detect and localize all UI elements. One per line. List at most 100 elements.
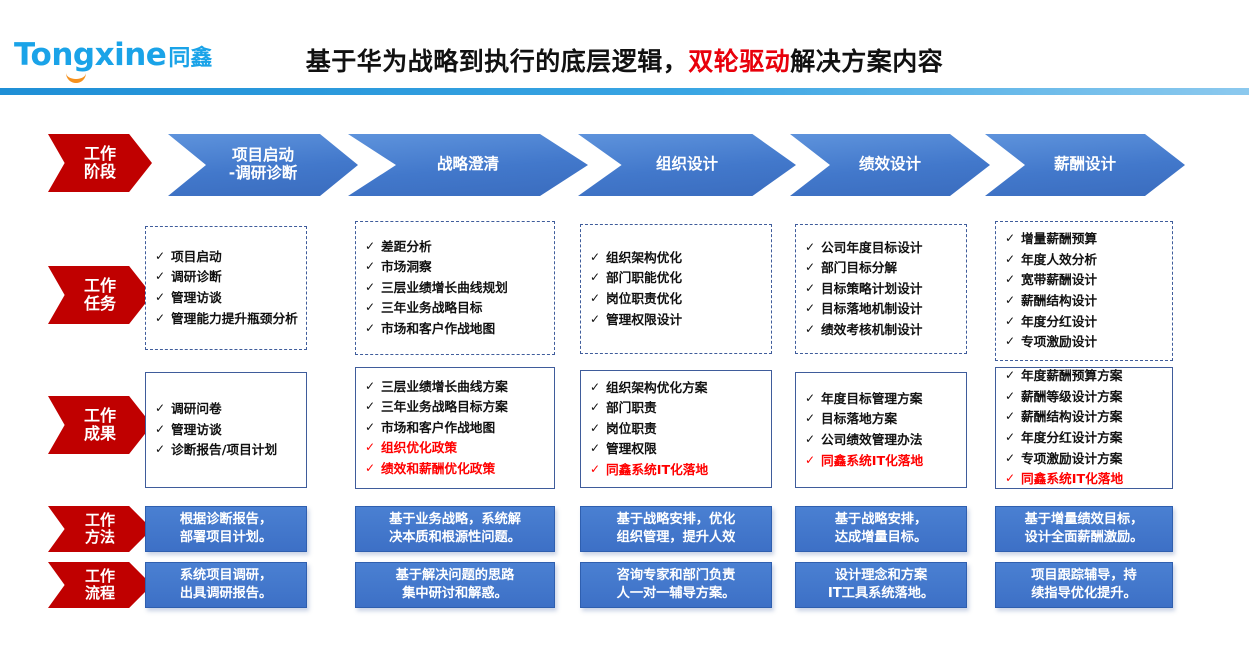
page-title-part1: 基于华为战略到执行的底层逻辑， <box>305 47 689 76</box>
check-icon: ✓ <box>365 460 376 475</box>
list-item: ✓薪酬结构设计方案 <box>1005 407 1166 428</box>
list-item-label: 增量薪酬预算 <box>1021 231 1098 247</box>
task-box-1: ✓项目启动✓调研诊断✓管理访谈✓管理能力提升瓶颈分析 <box>145 226 307 350</box>
method-box-4[interactable]: 基于战略安排，达成增量目标。 <box>795 506 967 552</box>
list-item-label: 年度目标管理方案 <box>821 390 923 406</box>
process-box-2[interactable]: 基于解决问题的思路集中研讨和解惑。 <box>355 562 555 608</box>
stage-chevron-2[interactable]: 战略澄清 <box>348 134 588 196</box>
task-box-5-list: ✓增量薪酬预算✓年度人效分析✓宽带薪酬设计✓薪酬结构设计✓年度分红设计✓专项激励… <box>996 229 1172 352</box>
list-item: ✓部门职责 <box>590 398 765 419</box>
method-box-4-text: 基于战略安排，达成增量目标。 <box>835 511 927 546</box>
check-icon: ✓ <box>365 300 376 315</box>
stage-label: 战略澄清 <box>436 155 499 174</box>
list-item: ✓项目启动 <box>155 247 300 268</box>
check-icon: ✓ <box>1005 430 1016 444</box>
list-item: ✓部门目标分解 <box>805 258 960 279</box>
check-icon: ✓ <box>805 260 816 275</box>
stage-label-line1: 战略澄清 <box>436 155 499 174</box>
check-icon: ✓ <box>590 461 601 476</box>
task-box-2: ✓差距分析✓市场洞察✓三层业绩增长曲线规划✓三年业务战略目标✓市场和客户作战地图 <box>355 221 555 355</box>
list-item-label: 管理能力提升瓶颈分析 <box>171 310 298 326</box>
list-item: ✓年度分红设计 <box>1005 312 1166 333</box>
page-title-highlight: 双轮驱动 <box>688 47 791 76</box>
row-label-line2: 任务 <box>83 294 116 313</box>
list-item-label: 三层业绩增长曲线规划 <box>381 279 508 295</box>
list-item: ✓年度分红设计方案 <box>1005 428 1166 449</box>
process-box-5-text: 项目跟踪辅导，持续指导优化提升。 <box>1031 567 1137 602</box>
list-item: ✓ 岗位职责优化 <box>590 289 765 310</box>
list-item-label: 年度薪酬预算方案 <box>1021 368 1123 384</box>
stage-label: 项目启动-调研诊断 <box>228 146 298 183</box>
statement-line2: 人一对一辅导方案。 <box>616 586 736 601</box>
row-label-line2: 方法 <box>84 528 115 546</box>
method-box-5-text: 基于增量绩效目标，设计全面薪酬激励。 <box>1025 511 1144 546</box>
check-icon: ✓ <box>1005 388 1016 403</box>
row-label-line2: 成果 <box>83 424 116 443</box>
outcome-box-1-list: ✓调研问卷✓管理访谈✓诊断报告/项目计划 <box>146 399 306 461</box>
process-box-3[interactable]: 咨询专家和部门负责人一对一辅导方案。 <box>580 562 772 608</box>
list-item-label: 诊断报告/项目计划 <box>171 442 278 458</box>
list-item-label: 组织优化政策 <box>381 440 458 456</box>
list-item-label: 专项激励设计 <box>1021 334 1098 350</box>
list-item: ✓ 年度人效分析 <box>1005 250 1166 271</box>
statement-line1: 设计理念和方案 <box>834 568 928 584</box>
list-item-label: 目标策略计划设计 <box>821 280 923 296</box>
stage-chevron-1[interactable]: 项目启动-调研诊断 <box>168 134 358 196</box>
process-box-5[interactable]: 项目跟踪辅导，持续指导优化提升。 <box>995 562 1173 608</box>
list-item-label: 岗位职责优化 <box>606 291 683 306</box>
row-label-text: 工作任务 <box>84 277 116 313</box>
outcome-box-5: ✓年度薪酬预算方案✓薪酬等级设计方案✓薪酬结构设计方案✓年度分红设计方案✓专项激… <box>995 367 1173 489</box>
check-icon: ✓ <box>805 239 816 254</box>
list-item-label: 年度人效分析 <box>1021 251 1098 267</box>
outcome-box-1: ✓调研问卷✓管理访谈✓诊断报告/项目计划 <box>145 372 307 488</box>
process-box-4[interactable]: 设计理念和方案 IT工具系统落地。 <box>795 562 967 608</box>
list-item: ✓ 增量薪酬预算 <box>1005 229 1166 250</box>
list-item: ✓调研问卷 <box>155 399 300 420</box>
check-icon: ✓ <box>365 279 376 294</box>
list-item: ✓差距分析 <box>365 237 548 258</box>
page-title-part2: 解决方案内容 <box>790 47 944 76</box>
stage-chevron-5[interactable]: 薪酬设计 <box>985 134 1185 196</box>
check-icon: ✓ <box>155 269 166 284</box>
list-item: ✓年度目标管理方案 <box>805 389 960 410</box>
method-box-1-text: 根据诊断报告，部署项目计划。 <box>180 511 272 546</box>
statement-line2: IT工具系统落地。 <box>827 586 935 601</box>
list-item-label: 同鑫系统IT化落地 <box>1021 471 1124 487</box>
method-box-5[interactable]: 基于增量绩效目标，设计全面薪酬激励。 <box>995 506 1173 552</box>
statement-line1: 系统项目调研， <box>179 568 273 584</box>
statement-line1: 项目跟踪辅导，持 <box>1031 568 1137 584</box>
list-item-label: 岗位职责 <box>606 420 657 436</box>
method-box-3[interactable]: 基于战略安排，优化组织管理，提升人效 <box>580 506 772 552</box>
row-label-stage: 工作阶段 <box>48 134 152 192</box>
check-icon: ✓ <box>1005 251 1016 266</box>
check-icon: ✓ <box>805 301 816 316</box>
check-icon: ✓ <box>155 442 166 457</box>
list-item-label: 薪酬结构设计 <box>1021 293 1098 308</box>
method-box-1[interactable]: 根据诊断报告，部署项目计划。 <box>145 506 307 552</box>
stage-chevron-3[interactable]: 组织设计 <box>578 134 796 196</box>
row-label-text: 工作成果 <box>84 407 116 443</box>
list-item: ✓绩效考核机制设计 <box>805 320 960 341</box>
check-icon: ✓ <box>1005 313 1016 328</box>
statement-line1: 基于业务战略，系统解 <box>389 512 521 528</box>
method-box-2-text: 基于业务战略，系统解决本质和根源性问题。 <box>389 511 521 546</box>
check-icon: ✓ <box>590 291 601 305</box>
method-box-2[interactable]: 基于业务战略，系统解决本质和根源性问题。 <box>355 506 555 552</box>
list-item-label: 绩效和薪酬优化政策 <box>381 460 496 476</box>
process-box-1[interactable]: 系统项目调研，出具调研报告。 <box>145 562 307 608</box>
check-icon: ✓ <box>805 280 816 295</box>
stage-label-line2: -调研诊断 <box>228 164 298 182</box>
task-box-1-list: ✓项目启动✓调研诊断✓管理访谈✓管理能力提升瓶颈分析 <box>146 247 306 329</box>
stage-label-line1: 组织设计 <box>655 155 718 174</box>
list-item-label: 同鑫系统IT化落地 <box>606 461 709 477</box>
row-label-text: 工作流程 <box>85 568 115 602</box>
statement-line1: 基于解决问题的思路 <box>395 568 515 584</box>
list-item: ✓市场和客户作战地图 <box>365 418 548 439</box>
stage-chevron-4[interactable]: 绩效设计 <box>790 134 990 196</box>
row-label-line2: 阶段 <box>83 162 116 181</box>
row-label-text: 工作阶段 <box>84 145 116 181</box>
check-icon: ✓ <box>1005 231 1016 246</box>
list-item: ✓ 三层业绩增长曲线规划 <box>365 278 548 299</box>
check-icon: ✓ <box>155 290 166 304</box>
check-icon: ✓ <box>365 378 376 393</box>
